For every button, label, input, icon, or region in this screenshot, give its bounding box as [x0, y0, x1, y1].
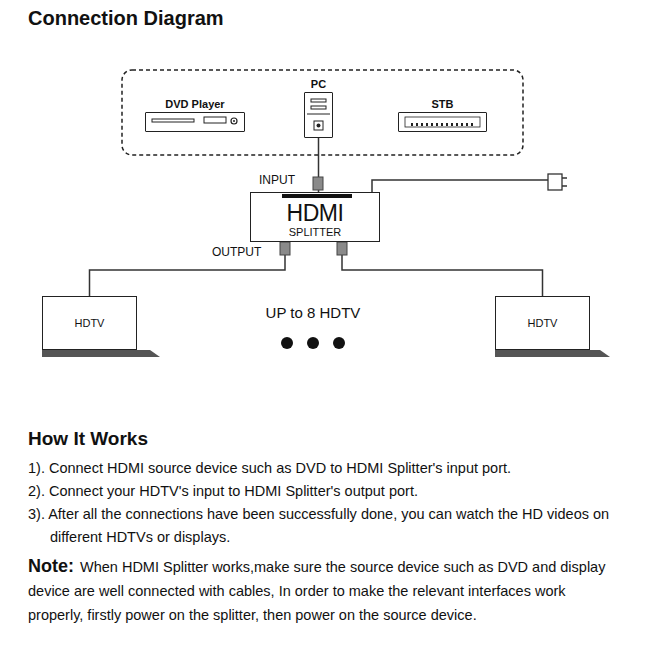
note-heading: Note: — [28, 554, 74, 578]
box-subtitle: SPLITTER — [289, 226, 342, 238]
hdtv-screen: HDTV — [495, 296, 590, 350]
device-label: PC — [311, 78, 326, 90]
tv-base — [42, 350, 160, 357]
output-port — [280, 242, 290, 255]
port-label: OUTPUT — [212, 245, 261, 259]
ellipsis-dots — [281, 337, 345, 349]
set-top-box: STB — [398, 112, 487, 132]
stb-details — [405, 117, 480, 127]
pc-tower: PC — [304, 92, 333, 138]
box-title: HDMI — [287, 201, 344, 226]
step-item: 1). Connect HDMI source device such as D… — [28, 457, 628, 480]
step-item: 2). Connect your HDTV's input to HDMI Sp… — [28, 480, 628, 503]
hdmi-splitter: HDMISPLITTER — [250, 192, 380, 242]
dvd-details — [152, 117, 237, 124]
splitter-top-bar — [282, 194, 352, 198]
power-plug — [548, 174, 567, 190]
dvd-player: DVD Player — [145, 112, 245, 132]
hdmi-cable — [90, 242, 286, 296]
hdmi-cable — [342, 242, 543, 296]
box-title: HDTV — [75, 317, 105, 329]
port-label: INPUT — [259, 173, 295, 187]
count-note: UP to 8 HDTV — [266, 304, 361, 322]
device-label: DVD Player — [165, 98, 224, 110]
pc-details — [307, 99, 330, 130]
diagram-title: Connection Diagram — [28, 7, 224, 30]
note-text: When HDMI Splitter works,make sure the s… — [28, 555, 622, 627]
source-group-outline — [122, 70, 523, 155]
power-cable — [372, 180, 548, 192]
input-port — [313, 177, 323, 190]
section-heading: How It Works — [28, 428, 148, 451]
tv-base — [495, 350, 610, 357]
box-title: HDTV — [528, 317, 558, 329]
output-port — [337, 242, 347, 255]
step-item: 3). After all the connections have been … — [28, 503, 628, 549]
hdtv-screen: HDTV — [42, 296, 137, 350]
device-label: STB — [432, 98, 454, 110]
